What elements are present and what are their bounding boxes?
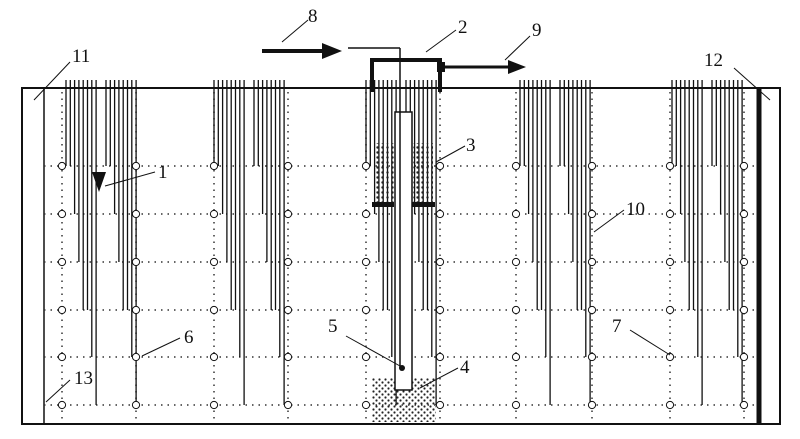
sensor-point <box>511 305 521 315</box>
sensor-point <box>209 161 219 171</box>
sensor-point <box>57 209 67 219</box>
sensor-point <box>361 352 371 362</box>
outer-tank <box>21 87 781 425</box>
label-12: 12 <box>704 50 723 71</box>
label-3: 3 <box>466 135 476 156</box>
coil-top-bar-right <box>411 202 435 207</box>
sensor-point <box>57 400 67 410</box>
sensor-point <box>57 352 67 362</box>
marker-triangle <box>92 172 106 192</box>
sensor-point <box>665 305 675 315</box>
sensor-point <box>739 400 749 410</box>
sensor-point <box>511 257 521 267</box>
sensor-points <box>57 161 749 410</box>
central-heater-assembly <box>262 43 526 422</box>
sensor-point <box>283 352 293 362</box>
sensor-point <box>587 209 597 219</box>
label-1: 1 <box>158 162 168 183</box>
sensor-point <box>739 209 749 219</box>
sensor-point <box>435 161 445 171</box>
coil-right <box>413 143 433 206</box>
sensor-point <box>209 305 219 315</box>
sensor-point <box>131 400 141 410</box>
sensor-point <box>587 161 597 171</box>
sensor-point <box>131 161 141 171</box>
label-5: 5 <box>328 316 338 337</box>
sensor-point <box>665 257 675 267</box>
tube-bundles <box>65 80 743 405</box>
sensor-point <box>511 209 521 219</box>
sensor-point <box>209 209 219 219</box>
sensor-point <box>587 352 597 362</box>
sensor-point <box>361 209 371 219</box>
sensor-point <box>131 352 141 362</box>
sensor-point <box>587 305 597 315</box>
sensor-point <box>435 352 445 362</box>
sensor-point <box>283 257 293 267</box>
coil-top-bar <box>372 202 394 207</box>
sensor-point <box>283 305 293 315</box>
label-8: 8 <box>308 6 318 27</box>
sensor-point <box>739 161 749 171</box>
sensor-point <box>209 400 219 410</box>
sensor-point <box>665 400 675 410</box>
label-6: 6 <box>184 327 194 348</box>
label-11: 11 <box>72 46 90 67</box>
sensor-point <box>435 257 445 267</box>
manifold <box>370 58 442 92</box>
sensor-point <box>57 161 67 171</box>
sensor-point <box>435 400 445 410</box>
sensor-point <box>587 400 597 410</box>
sensor-point <box>739 352 749 362</box>
probe-tip <box>399 365 405 371</box>
outlet-arrowhead <box>508 60 526 74</box>
label-10: 10 <box>626 199 645 220</box>
sensor-point <box>361 257 371 267</box>
sensor-point <box>511 400 521 410</box>
sensor-point <box>665 352 675 362</box>
sensor-point <box>283 209 293 219</box>
label-9: 9 <box>532 20 542 41</box>
sensor-point <box>665 209 675 219</box>
label-13: 13 <box>74 368 93 389</box>
leader-lines <box>33 19 771 403</box>
sensor-point <box>131 305 141 315</box>
sensor-point <box>283 161 293 171</box>
sensor-point <box>283 400 293 410</box>
sensor-point <box>131 257 141 267</box>
label-7: 7 <box>612 316 622 337</box>
sensor-point <box>57 257 67 267</box>
sensor-point <box>435 305 445 315</box>
sensor-point <box>361 161 371 171</box>
sensor-point <box>435 209 445 219</box>
sensor-point <box>209 257 219 267</box>
sensor-point <box>587 257 597 267</box>
sensor-point <box>665 161 675 171</box>
sensor-point <box>511 352 521 362</box>
inlet-arrowhead <box>322 43 342 59</box>
sensor-point <box>57 305 67 315</box>
label-4: 4 <box>460 357 470 378</box>
sensor-point <box>511 161 521 171</box>
sensor-point <box>361 305 371 315</box>
sample-tube <box>394 111 413 391</box>
sensor-point <box>739 257 749 267</box>
coil-left <box>374 143 394 206</box>
sensor-point <box>739 305 749 315</box>
sensor-point <box>361 400 371 410</box>
sensor-point <box>131 209 141 219</box>
label-2: 2 <box>458 17 468 38</box>
sensor-point <box>209 352 219 362</box>
